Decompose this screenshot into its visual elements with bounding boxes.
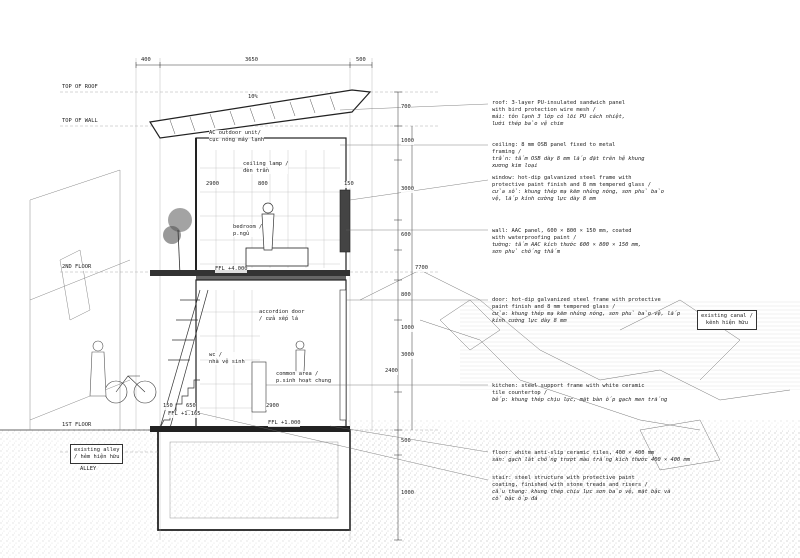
slab-beam: [196, 276, 346, 280]
dim-low-3: 2900: [266, 403, 279, 410]
upper-window: [339, 189, 351, 253]
level-2nd-floor: 2ND FLOOR: [62, 264, 92, 271]
note-ceiling: ceiling: 8 mm OSB panel fixed to metal f…: [492, 142, 645, 169]
label-ceiling-lamp: ceiling lamp / đèn trần: [243, 161, 289, 174]
right-dimensions: [394, 91, 413, 541]
dim-top-left: 400: [141, 57, 151, 64]
foundation-pit: [169, 441, 339, 519]
note-window: window: hot-dip galvanized steel frame w…: [492, 175, 665, 202]
note-stair: stair: steel structure with protective p…: [492, 475, 671, 502]
canal-bank: [340, 420, 800, 558]
leader-lines: [185, 103, 489, 481]
dim-r-3000: 3000: [401, 186, 414, 193]
dim-mid-2: 800: [258, 181, 268, 188]
note-roof: roof: 3-layer PU-insulated sandwich pane…: [492, 100, 626, 127]
note-floor: floor: white anti-slip ceramic tiles, 40…: [492, 450, 690, 463]
ffl-upper: FFL +4.000: [215, 266, 248, 273]
alley-person: [89, 340, 107, 397]
level-1st-floor: 1ST FLOOR: [62, 422, 92, 429]
top-dimensions: [135, 62, 373, 68]
label-bedroom: bedroom / p.ngủ: [233, 224, 263, 237]
dim-r-1000b: 1000: [401, 325, 414, 332]
dim-r-1000c: 1000: [401, 490, 414, 497]
dim-r-600: 600: [401, 232, 411, 239]
bicycle: [104, 375, 157, 404]
level-top-of-wall: TOP OF WALL: [62, 118, 98, 125]
dim-r-3000b: 3000: [401, 352, 414, 359]
person-lower-body: [295, 349, 306, 373]
ground-slab: [150, 426, 350, 432]
bed: [245, 247, 309, 267]
note-wall: wall: AAC panel, 600 × 800 × 150 mm, coa…: [492, 228, 642, 255]
dim-r-7700: 7700: [415, 265, 428, 272]
dim-mid-3: 150: [344, 181, 354, 188]
existing-canal-box: existing canal / kênh hiện hữu: [697, 310, 757, 330]
staircase: [159, 289, 209, 429]
person-lower-head: [295, 340, 305, 350]
label-wc: wc / nhà vệ sinh: [209, 352, 245, 365]
roof-slope: 10%: [248, 94, 258, 101]
neighbour-sketch: [29, 169, 131, 430]
person-upper-body: [261, 213, 275, 251]
ffl-lower-left: FFL +1.165: [168, 411, 201, 418]
tree: [163, 208, 192, 276]
dim-top-right: 500: [356, 57, 366, 64]
dim-mid-1: 2900: [206, 181, 219, 188]
note-kitchen: kitchen: steel support frame with white …: [492, 383, 668, 403]
note-door: door: hot-dip galvanized steel frame wit…: [492, 297, 681, 324]
dim-r-800: 800: [401, 292, 411, 299]
dim-r-700: 700: [401, 104, 411, 111]
label-accordion-door: accordion door / cửa xếp lá: [259, 309, 305, 322]
roof: [149, 89, 372, 139]
upper-slab: [150, 270, 350, 276]
level-top-of-roof: TOP OF ROOF: [62, 84, 98, 91]
kitchen-counter: [251, 361, 267, 413]
dim-r-2400: 2400: [385, 368, 398, 375]
label-common-area: common area / p.sinh hoạt chung: [276, 371, 332, 384]
dim-r-500: 500: [401, 438, 411, 445]
dim-r-1000: 1000: [401, 138, 414, 145]
lower-door: [339, 289, 347, 421]
dim-low-2: 650: [186, 403, 196, 410]
roof-rafters: [169, 95, 336, 135]
level-alley: ALLEY: [80, 466, 97, 473]
existing-alley-box: existing alley / hẻm hiện hữu: [70, 444, 124, 464]
dim-low-1: 150: [163, 403, 173, 410]
dim-top-main: 3650: [245, 57, 258, 64]
person-upper-head: [262, 202, 274, 214]
ffl-lower: FFL +1.000: [268, 420, 301, 427]
label-ac-unit: AC outdoor unit/ cục nóng máy lạnh: [209, 130, 265, 143]
